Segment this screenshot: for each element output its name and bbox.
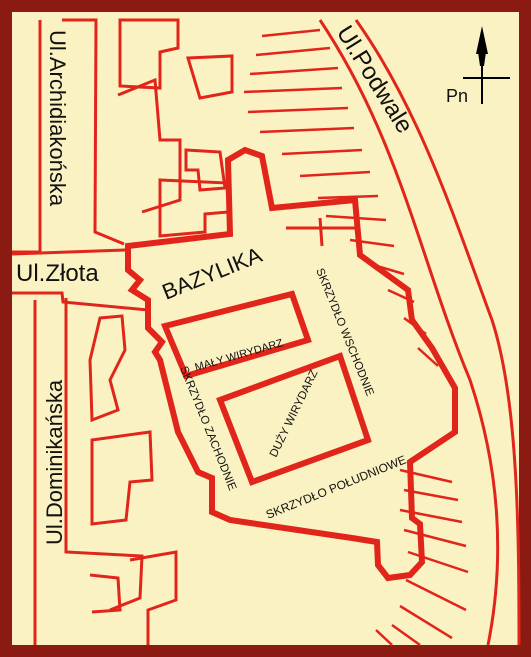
monastery-outer-wall [125, 146, 458, 582]
north-arrow-icon [463, 26, 510, 104]
podwale-inner-curve [318, 19, 500, 646]
corner-building-upper [117, 77, 182, 214]
small-building-a [186, 54, 234, 100]
map-background [12, 12, 519, 645]
dominikanska-building-d [89, 573, 122, 614]
maly-wirydarz-courtyard [160, 290, 312, 380]
dominikanska-building-b [90, 430, 154, 526]
duzy-wirydarz-courtyard [216, 352, 372, 486]
small-building-b [184, 148, 227, 192]
monastery-complex [125, 146, 458, 582]
podwale-outer-curve [354, 19, 521, 646]
street-label-dominikanska: Ul.Dominikańska [42, 379, 67, 545]
city-outlines [11, 18, 521, 647]
dominikanska-right-edge [64, 298, 144, 612]
podwale-hatching [243, 28, 469, 647]
compass-label: Pn [446, 86, 468, 106]
dominikanska-building-c [129, 550, 178, 645]
street-label-archidiakonska: Ul.Archidiakońska [45, 30, 70, 207]
basilica-cross-vertical [318, 217, 324, 247]
archidiakonska-building-small [118, 18, 180, 90]
zlota-street-top [11, 248, 126, 256]
archidiakonska-block [62, 18, 125, 246]
dominikanska-building-a [88, 314, 127, 423]
zlota-street-bottom [12, 291, 149, 312]
street-label-zlota: Ul.Złota [16, 260, 99, 287]
